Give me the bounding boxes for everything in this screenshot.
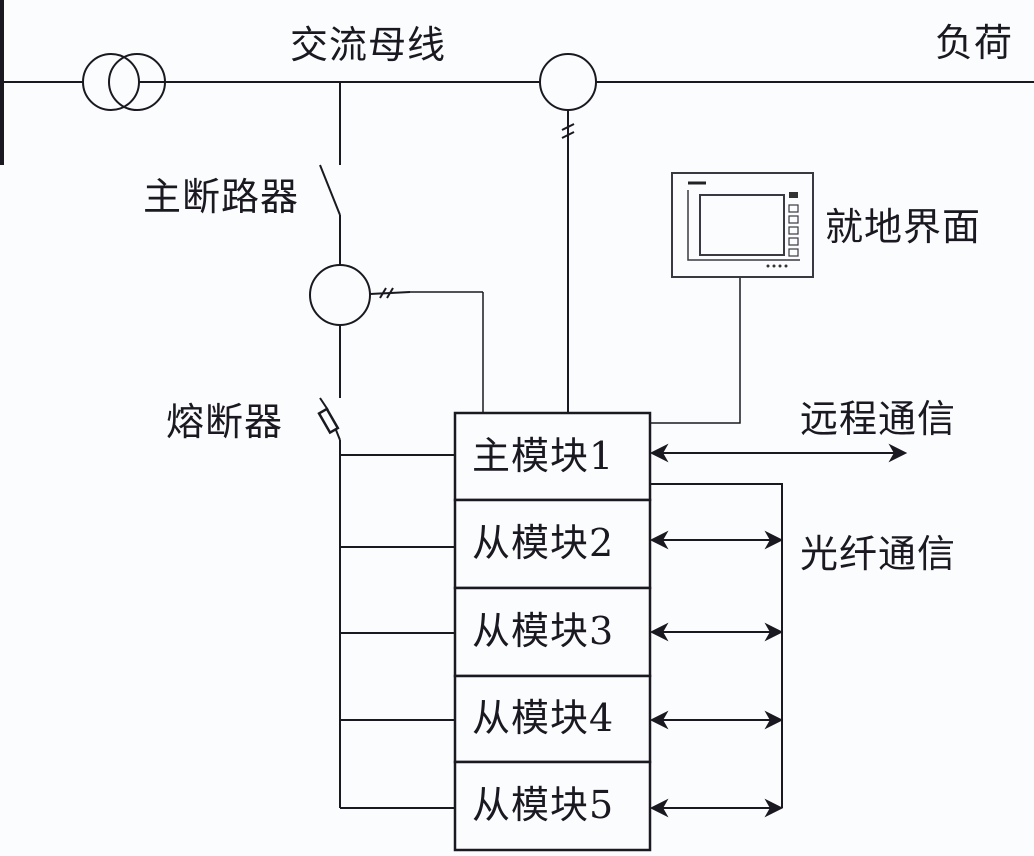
main-breaker-icon	[319, 164, 341, 265]
module-box-5	[453, 760, 652, 852]
branch-ct-icon	[309, 264, 484, 413]
arrowhead-icon	[764, 530, 784, 550]
arrowhead-icon	[649, 622, 669, 642]
remote-comm-label: 远程通信	[800, 397, 957, 441]
fuse-label: 熔断器	[166, 400, 284, 444]
module-label-5: 从模块5	[472, 783, 615, 827]
transformer-icon	[0, 53, 340, 111]
hmi-panel-icon	[671, 172, 814, 278]
arrowhead-icon	[649, 798, 669, 818]
arrowhead-icon	[764, 622, 784, 642]
module-feed-lines	[340, 454, 455, 809]
module-box-3	[453, 586, 652, 678]
arrowhead-icon	[649, 530, 669, 550]
arrowhead-icon	[764, 710, 784, 730]
module-label-4: 从模块4	[472, 696, 615, 740]
local-hmi-label: 就地界面	[825, 205, 982, 249]
arrowhead-icon	[764, 798, 784, 818]
module-label-1: 主模块1	[472, 433, 615, 478]
arrowhead-icon	[649, 710, 669, 730]
hmi-link-line	[650, 277, 741, 424]
fuse-icon	[317, 397, 341, 808]
load-ct-icon	[539, 53, 597, 413]
arrowhead-icon	[649, 443, 669, 463]
module-label-3: 从模块3	[472, 609, 615, 653]
fiber-bus-line	[650, 483, 783, 808]
ac-bus-label: 交流母线	[290, 23, 447, 67]
load-label: 负荷	[935, 21, 1014, 65]
main-breaker-label: 主断路器	[143, 175, 300, 219]
module-label-2: 从模块2	[472, 521, 615, 565]
arrowhead-icon	[888, 443, 908, 463]
fiber-comm-label: 光纤通信	[800, 532, 957, 576]
